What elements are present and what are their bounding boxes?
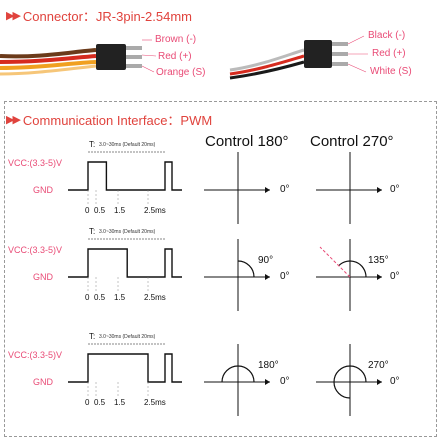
left-wire-orange-label: Orange (S) [156, 67, 206, 78]
left-wire-red-label: Red (+) [158, 51, 192, 62]
connector-title: Connector：JR-3pin-2.54mm [22, 9, 192, 24]
vcc-label: VCC:(3.3-5)V [8, 158, 63, 168]
right-wire-white-label: White (S) [370, 66, 412, 77]
control-180-title: Control 180° [205, 133, 289, 150]
connector-header: ▶▶ Connector：JR-3pin-2.54mm [6, 6, 192, 25]
angle-arc [221, 365, 255, 383]
interface-title: Communication Interface：PWM [22, 113, 213, 128]
pwm-waveform [68, 343, 182, 396]
time-tick-label: 1.5 [114, 293, 126, 302]
time-tick-label: 0.5 [94, 398, 106, 407]
gnd-label: GND [33, 272, 53, 282]
time-tick-label: 0.5 [94, 293, 106, 302]
time-tick-label: 1.5 [114, 398, 126, 407]
time-tick-label: 0 [85, 206, 90, 215]
pwm-waveform [68, 151, 182, 204]
time-tick-label: 1.5 [114, 206, 126, 215]
axis-180-diagram [204, 344, 270, 416]
interface-header: ▶▶ Communication Interface：PWM [6, 110, 212, 129]
pulse-trace [68, 161, 182, 191]
angle-arc [333, 365, 367, 399]
period-note: 3.0~30ms (Default 20ms) [99, 229, 156, 235]
period-label: T: [89, 332, 96, 341]
pwm-waveform [68, 238, 182, 291]
zero-degree-label: 0° [390, 376, 400, 387]
angle-indicator [319, 246, 351, 278]
axis-270-diagram [316, 344, 382, 416]
chevron-right-icon: ▶▶ [6, 114, 21, 126]
left-wire-brown-label: Brown (-) [155, 34, 197, 45]
zero-degree-label: 0° [390, 184, 400, 195]
time-tick-label: 2.5ms [144, 206, 166, 215]
axis-270-diagram [316, 152, 382, 224]
angle-arc [237, 260, 255, 278]
pulse-trace [68, 353, 182, 383]
right-wire-black-label: Black (-) [368, 30, 406, 41]
angle-180-label: 90° [258, 255, 274, 266]
period-label: T: [89, 227, 96, 236]
chevron-right-icon: ▶▶ [6, 10, 21, 22]
vcc-label: VCC:(3.3-5)V [8, 350, 63, 360]
axis-180-diagram [204, 152, 270, 224]
interface-panel [4, 101, 437, 437]
right-wire-red-label: Red (+) [372, 48, 406, 59]
axis-270-diagram [316, 239, 382, 311]
connector-illustration [0, 35, 368, 80]
zero-degree-label: 0° [390, 271, 400, 282]
period-note: 3.0~30ms (Default 20ms) [99, 142, 156, 148]
period-note: 3.0~30ms (Default 20ms) [99, 334, 156, 340]
angle-270-label: 135° [368, 255, 389, 266]
time-tick-label: 0.5 [94, 206, 106, 215]
time-tick-label: 0 [85, 398, 90, 407]
time-tick-label: 2.5ms [144, 398, 166, 407]
gnd-label: GND [33, 377, 53, 387]
axis-180-diagram [204, 239, 270, 311]
angle-180-label: 180° [258, 360, 279, 371]
angle-arc [338, 260, 367, 278]
gnd-label: GND [33, 185, 53, 195]
vcc-label: VCC:(3.3-5)V [8, 245, 63, 255]
zero-degree-label: 0° [280, 184, 290, 195]
period-label: T: [89, 140, 96, 149]
zero-degree-label: 0° [280, 271, 290, 282]
time-tick-label: 2.5ms [144, 293, 166, 302]
pulse-trace [68, 248, 182, 278]
time-tick-label: 0 [85, 293, 90, 302]
zero-degree-label: 0° [280, 376, 290, 387]
connector-section: ▶▶ Connector：JR-3pin-2.54mm Brown (-) Re… [0, 0, 441, 100]
angle-270-label: 270° [368, 360, 389, 371]
control-270-title: Control 270° [310, 133, 394, 150]
